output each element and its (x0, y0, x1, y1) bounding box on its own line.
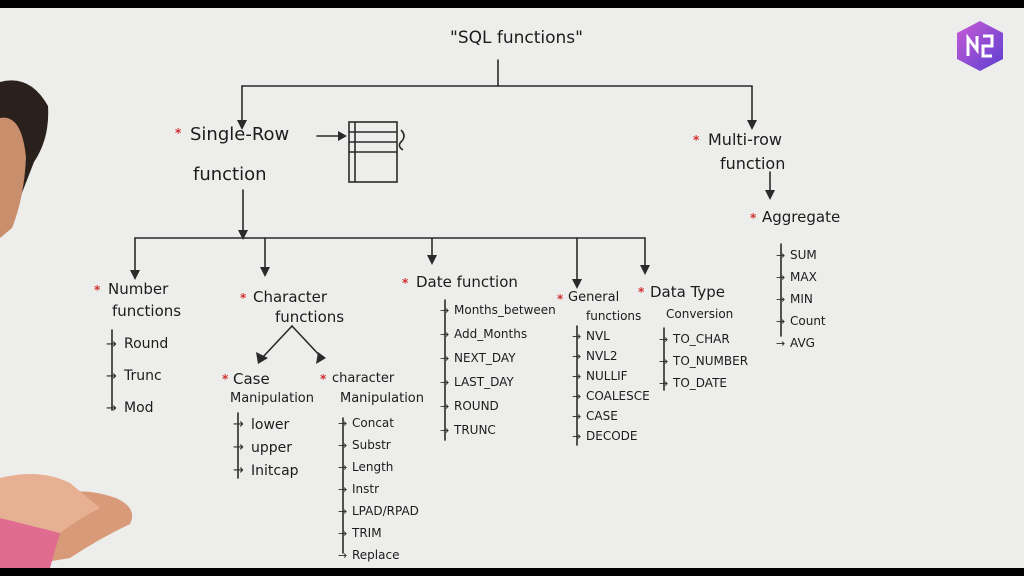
diagram-title: "SQL functions" (450, 28, 583, 48)
single-row-sub: function (193, 164, 267, 185)
list-item: →DECODE (572, 429, 638, 443)
number-functions-label: Number (108, 280, 169, 298)
presenter (0, 78, 150, 568)
star-marker: * (240, 291, 247, 305)
list-item: →TRIM (338, 526, 382, 540)
star-marker: * (693, 133, 700, 147)
date-function-label: Date function (416, 273, 518, 291)
table-icon (347, 120, 405, 188)
list-item: →NULLIF (572, 369, 628, 383)
case-manipulation-list: →lower →upper →Initcap (233, 413, 299, 482)
star-marker: * (222, 372, 229, 386)
list-item: →MAX (776, 270, 817, 284)
star-marker: * (94, 283, 101, 297)
list-item: →Initcap (233, 462, 299, 479)
aggregate-label: Aggregate (762, 208, 841, 226)
aggregate-list: →SUM →MAX →MIN →Count →AVG (776, 244, 826, 354)
case-manipulation-sub: Manipulation (230, 391, 315, 406)
star-marker: * (402, 276, 409, 290)
general-functions-list: →NVL →NVL2 →NULLIF →COALESCE →CASE →DECO… (572, 326, 650, 446)
list-item: →SUM (776, 248, 817, 262)
list-item: →Add_Months (440, 327, 528, 341)
list-item: →NVL (572, 329, 610, 343)
star-marker: * (638, 285, 645, 299)
multi-row-sub: function (720, 154, 786, 173)
list-item: →Trunc (106, 368, 162, 384)
hexagon-logo-icon (955, 20, 1005, 72)
star-marker: * (175, 126, 182, 140)
list-item: →Round (106, 336, 169, 352)
star-marker: * (320, 372, 327, 386)
number-functions-sub: functions (112, 302, 182, 320)
multi-row-label: Multi-row (708, 130, 782, 149)
list-item: →Concat (338, 416, 394, 430)
data-type-conversion-list: →TO_CHAR →TO_NUMBER →TO_DATE (659, 328, 748, 394)
star-marker: * (750, 211, 757, 225)
list-item: →upper (233, 439, 293, 456)
connector-lines (111, 59, 782, 554)
list-item: →AVG (776, 336, 815, 350)
list-item: →LAST_DAY (440, 375, 514, 389)
number-functions-list: →Round →Trunc →Mod (106, 328, 168, 424)
whiteboard: "SQL functions" * Single-Row function * … (0, 8, 1024, 568)
character-manipulation-list: →Concat →Substr →Length →Instr →LPAD/RPA… (338, 412, 419, 566)
date-function-list: →Months_between →Add_Months →NEXT_DAY →L… (440, 298, 556, 442)
list-item: →Count (776, 314, 826, 328)
list-item: →TO_CHAR (659, 332, 730, 346)
character-functions-sub: functions (275, 308, 345, 326)
character-functions-label: Character (253, 288, 328, 306)
list-item: →TO_DATE (659, 376, 727, 390)
list-item: →Substr (338, 438, 391, 452)
data-type-conversion-label: Data Type (650, 283, 726, 301)
list-item: →NVL2 (572, 349, 618, 363)
list-item: →TRUNC (440, 423, 496, 437)
general-functions-label: General (568, 290, 620, 305)
list-item: →MIN (776, 292, 813, 306)
case-manipulation-label: Case (233, 370, 270, 388)
list-item: →Length (338, 460, 394, 474)
list-item: →Mod (106, 400, 154, 416)
list-item: →Replace (338, 548, 400, 562)
single-row-label: Single-Row (190, 124, 290, 145)
list-item: →TO_NUMBER (659, 354, 749, 368)
list-item: →ROUND (440, 399, 499, 413)
character-manipulation-label: character (332, 371, 395, 386)
list-item: →Instr (338, 482, 380, 496)
star-marker: * (557, 292, 564, 306)
general-functions-sub: functions (586, 309, 642, 323)
list-item: →lower (233, 416, 290, 433)
list-item: →CASE (572, 409, 618, 423)
list-item: →LPAD/RPAD (338, 504, 419, 518)
character-manipulation-sub: Manipulation (340, 391, 425, 406)
data-type-conversion-sub: Conversion (666, 307, 734, 321)
list-item: →NEXT_DAY (440, 351, 516, 365)
list-item: →Months_between (440, 303, 556, 317)
list-item: →COALESCE (572, 389, 650, 403)
